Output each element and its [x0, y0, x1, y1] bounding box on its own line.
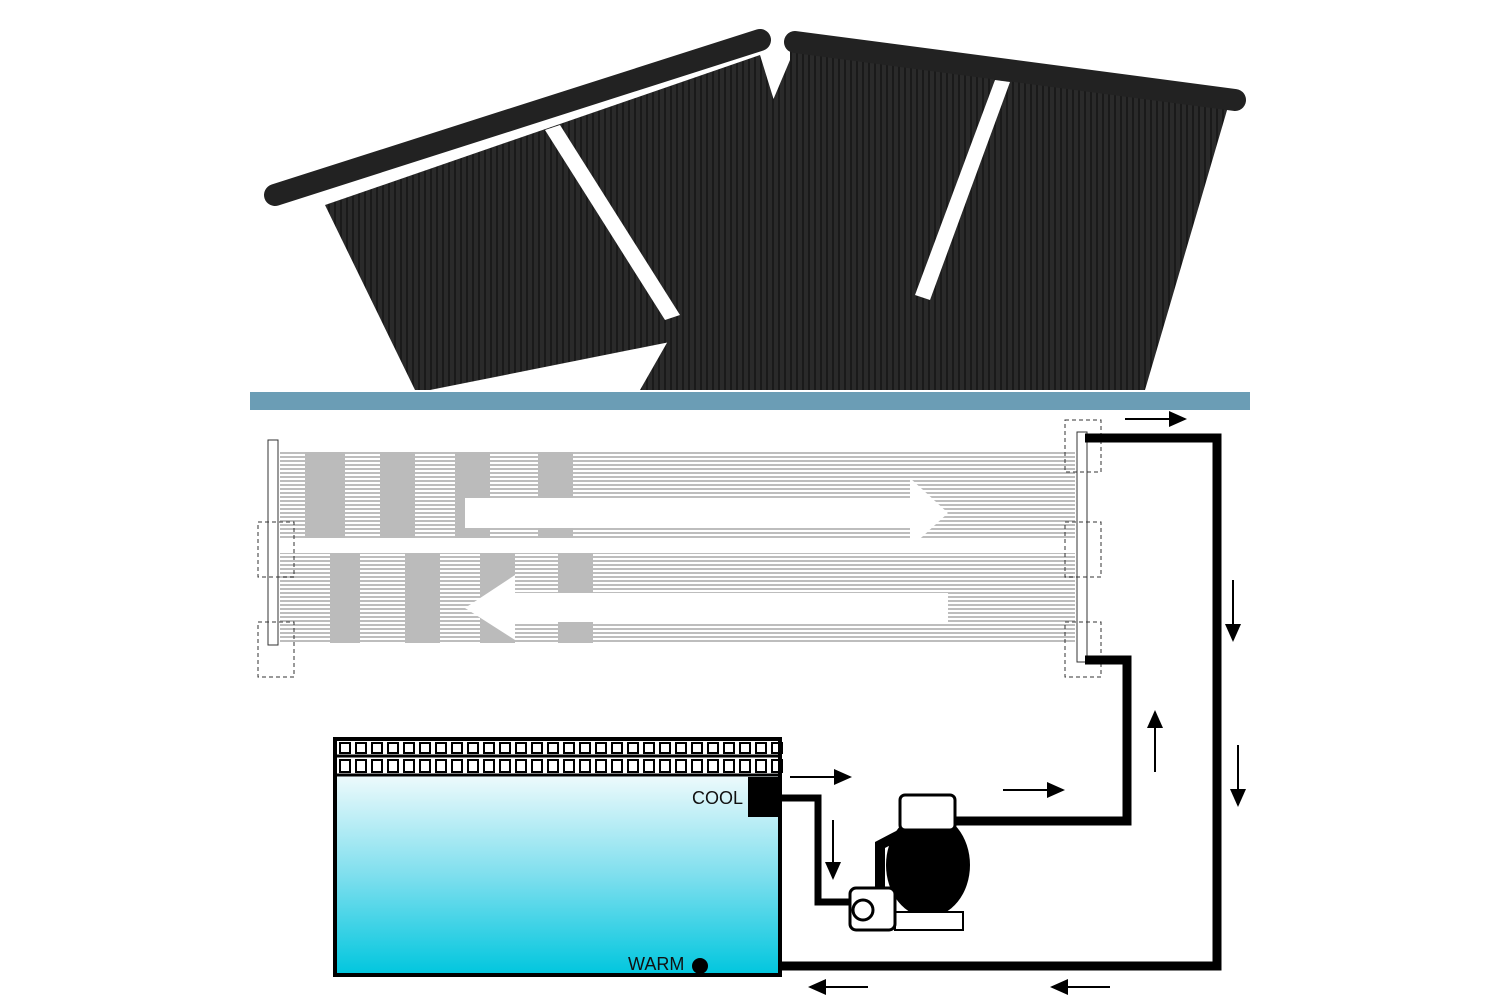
panel-schematic: [257, 419, 1102, 678]
solar-panel-right: [640, 45, 1230, 390]
pool-tile: [675, 759, 687, 773]
pool-tile: [355, 742, 367, 754]
pool-tile: [723, 742, 735, 754]
pool-tile: [755, 759, 767, 773]
pool-tile: [675, 742, 687, 754]
pool-tile: [755, 742, 767, 754]
feed-pipe: [955, 655, 1132, 826]
panel-gap-left: [545, 125, 680, 320]
cool-label: COOL: [692, 788, 743, 808]
pool-tile: [579, 742, 591, 754]
pool-outline: [333, 737, 782, 977]
pool-tile: [739, 759, 751, 773]
pool-tile: [707, 742, 719, 754]
divider-bar: [250, 392, 1250, 410]
return-inlet: [692, 958, 708, 974]
pool-tile: [403, 742, 415, 754]
pool-tile: [483, 759, 495, 773]
return-pipe: [700, 433, 1222, 971]
pool-tile: [627, 759, 639, 773]
pool-tile: [355, 759, 367, 773]
pool-tile: [659, 742, 671, 754]
pool-tile: [579, 759, 591, 773]
pool-tile: [563, 759, 575, 773]
header-pipe-left: [264, 29, 771, 206]
pool-tile: [531, 759, 543, 773]
pool-tile: [515, 742, 527, 754]
warm-label: WARM: [628, 954, 684, 974]
connector-outlines: [257, 419, 1102, 678]
pool-tile: [547, 742, 559, 754]
pool-tile: [595, 742, 607, 754]
pool-tile: [451, 742, 463, 754]
pool-tile: [387, 759, 399, 773]
pool-tile: [339, 742, 351, 754]
pool-tile: [611, 742, 623, 754]
pool-tile: [515, 759, 527, 773]
pool-tiles: [339, 742, 783, 773]
pool-tile: [611, 759, 623, 773]
flow-arrow-right-icon: [465, 478, 948, 548]
pool: COOL WARM: [333, 737, 783, 977]
pool-tile: [643, 759, 655, 773]
flow-arrows: [790, 411, 1246, 995]
header-left: [267, 439, 279, 646]
pool-outlet-pipe: [780, 794, 860, 906]
pool-tile: [499, 742, 511, 754]
header-right: [1076, 431, 1088, 663]
pool-tile: [387, 742, 399, 754]
solar-panel-photo: [250, 29, 1250, 410]
pool-tile: [339, 759, 351, 773]
pool-tile: [691, 759, 703, 773]
pool-tile: [707, 759, 719, 773]
skimmer: [748, 777, 780, 817]
sand-filter-tank: [886, 813, 970, 917]
pool-tile: [547, 759, 559, 773]
pool-tile: [563, 742, 575, 754]
flow-arrow-left-icon: [465, 575, 948, 640]
pool-tile: [435, 742, 447, 754]
pool-water: [335, 775, 780, 975]
pool-tile: [483, 742, 495, 754]
pool-tile: [627, 742, 639, 754]
pool-tile: [643, 742, 655, 754]
pool-tile: [451, 759, 463, 773]
pool-tile: [435, 759, 447, 773]
pool-tile: [499, 759, 511, 773]
pool-tile: [467, 759, 479, 773]
pool-tile: [659, 759, 671, 773]
pool-tile: [691, 742, 703, 754]
pool-tile: [595, 759, 607, 773]
pool-tile: [531, 742, 543, 754]
pump-filter: [848, 793, 970, 932]
filter-base: [894, 911, 964, 931]
pool-tile: [419, 759, 431, 773]
filter-valve: [898, 793, 957, 832]
pool-tile: [371, 759, 383, 773]
pool-tile: [419, 742, 431, 754]
header-pipe-right: [784, 31, 1246, 111]
pool-tile: [467, 742, 479, 754]
pool-tile: [371, 742, 383, 754]
panel-gap-right: [915, 80, 1010, 300]
pipes: [700, 433, 1222, 971]
pool-tile: [723, 759, 735, 773]
pool-tile: [403, 759, 415, 773]
pool-tile: [739, 742, 751, 754]
